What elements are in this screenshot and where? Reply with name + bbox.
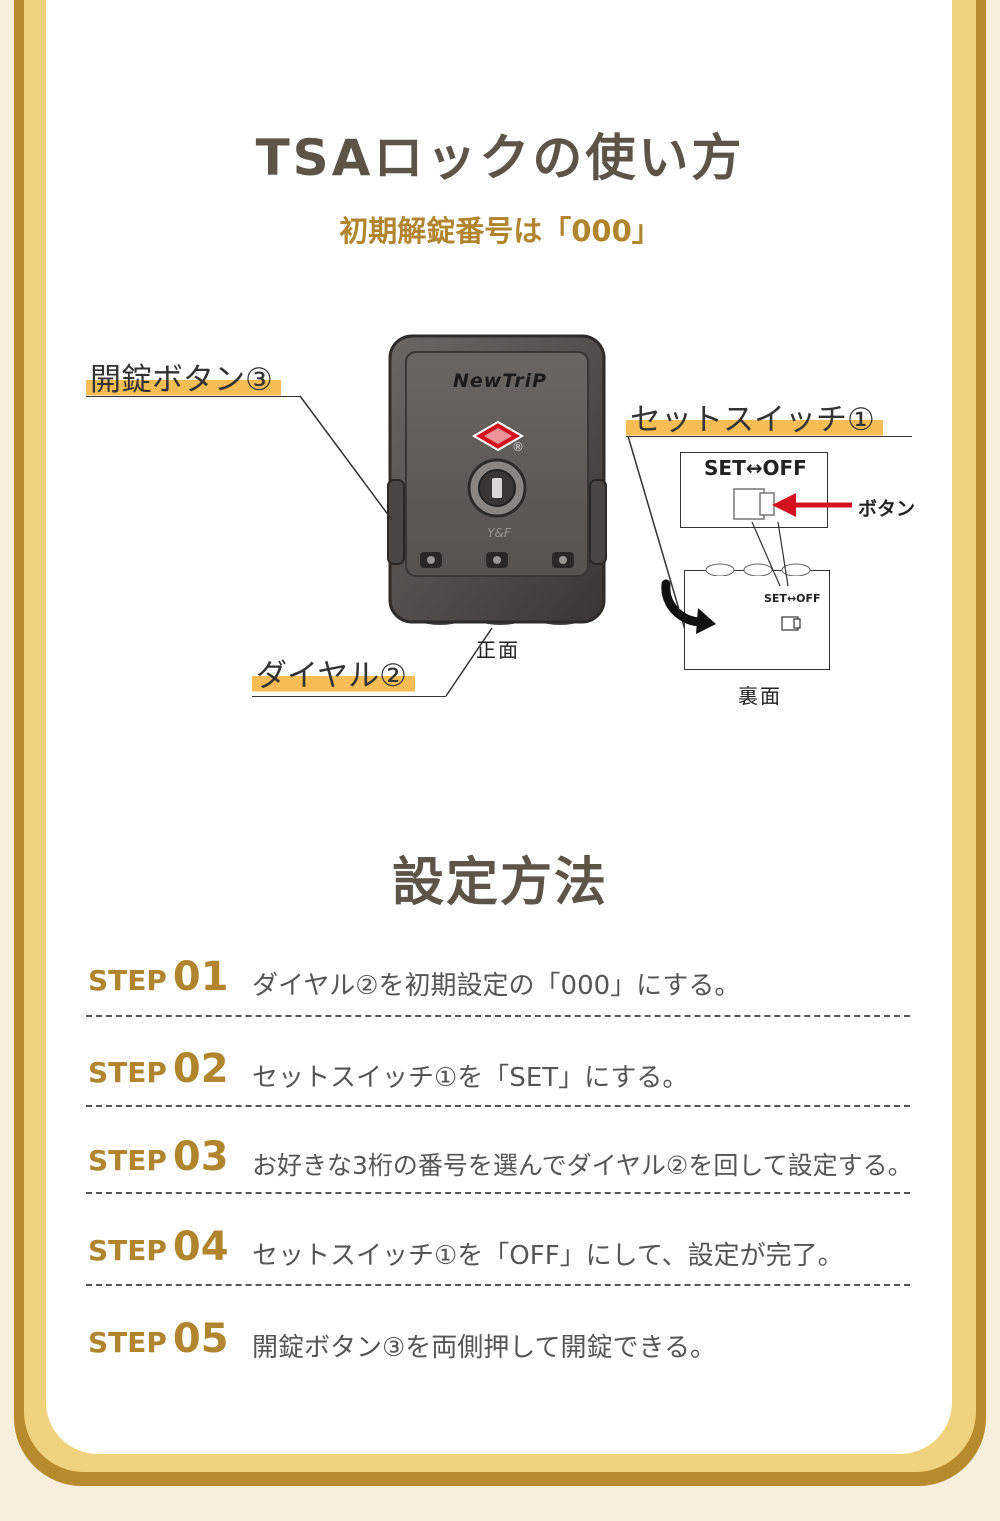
switch-zoom-icon [733,488,775,520]
callout-open-button-underline [86,396,300,397]
callout-set-switch: セットスイッチ① [626,394,883,441]
callout-set-switch-underline [626,436,912,437]
step-text: お好きな3桁の番号を選んでダイヤル②を回して設定する。 [252,1151,913,1180]
leader-lines [299,395,689,697]
lock-front-illustration [387,334,607,625]
step-text: ダイヤル②を初期設定の「000」にする。 [252,971,741,1001]
back-dial-bumps [705,563,811,576]
rotate-arrow-icon [661,579,716,634]
step-divider [86,1105,910,1107]
switch-zoom-label: SET↔OFF [704,456,807,480]
step-divider [86,1284,910,1286]
brand-logo: NewTriP [452,370,548,392]
button-label: ボタン [858,498,916,520]
front-caption: 正面 [476,638,520,662]
left-open-button [387,479,405,565]
button-pointer-arrow [772,493,852,517]
step-text: セットスイッチ①を「SET」にする。 [252,1063,689,1093]
lock-mark: Y&F [487,526,511,540]
back-switch-label: SET↔OFF [764,592,821,605]
right-open-button [589,479,607,565]
content-panel [46,0,952,1454]
callout-dial-underline [252,696,446,697]
step-text: セットスイッチ①を「OFF」にして、設定が完了。 [252,1241,844,1271]
back-switch-icon [781,616,801,631]
section-title: 設定方法 [391,853,608,913]
registered-mark: ® [512,440,524,454]
back-caption: 裏面 [738,684,782,708]
step-divider [86,1015,910,1017]
page-subtitle: 初期解錠番号は「000」 [339,214,661,248]
callout-dial: ダイヤル② [252,650,415,697]
step-text: 開錠ボタン③を両側押して開錠できる。 [252,1333,717,1363]
step-divider [86,1192,910,1194]
callout-open-button: 開錠ボタン③ [86,354,281,401]
page-title: TSAロックの使い方 [255,129,745,187]
zoom-connector-lines [751,521,789,587]
